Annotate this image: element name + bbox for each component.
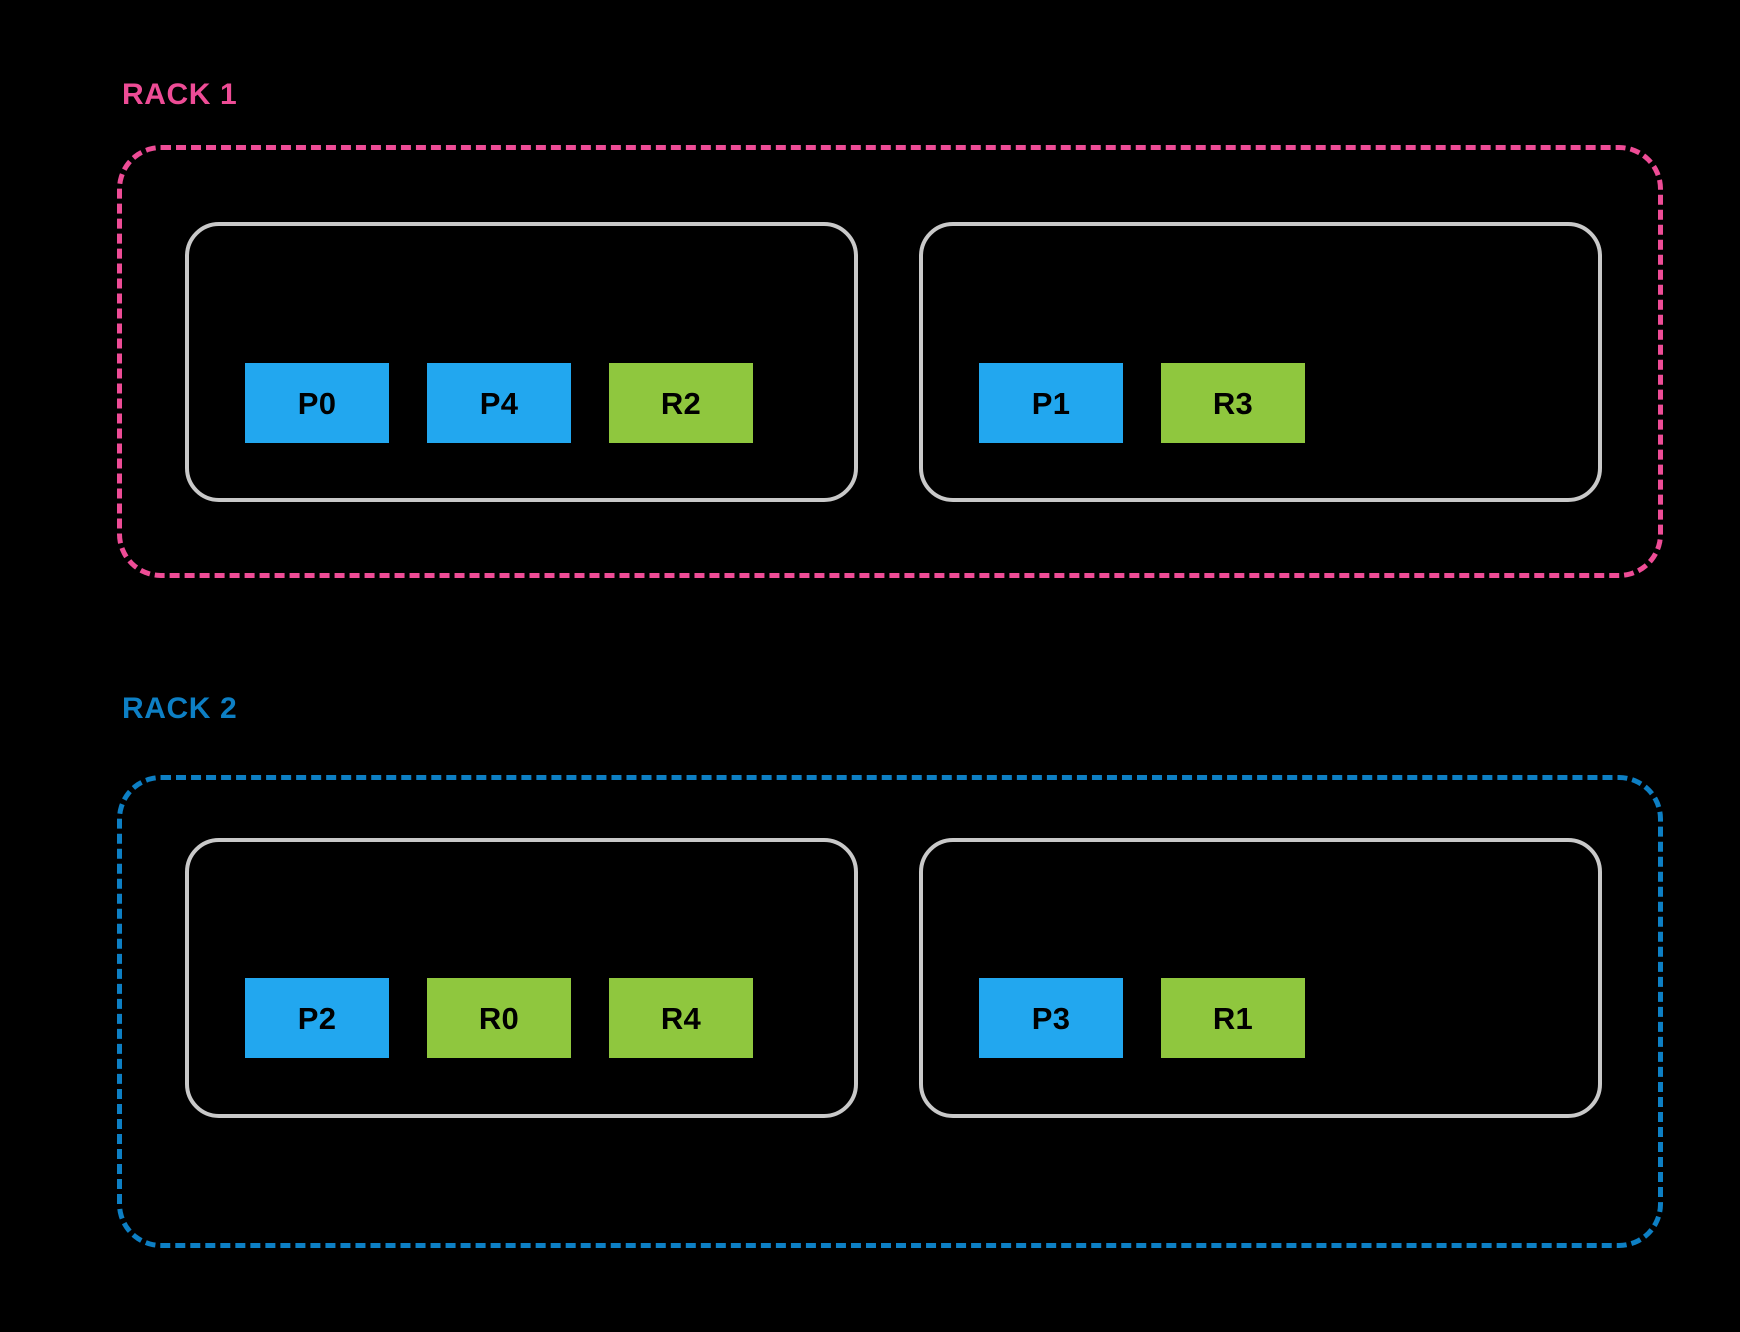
replica-block-r3[interactable]: R3 <box>1161 363 1305 443</box>
partition-block-p2[interactable]: P2 <box>245 978 389 1058</box>
replica-block-r1[interactable]: R1 <box>1161 978 1305 1058</box>
partition-block-p3[interactable]: P3 <box>979 978 1123 1058</box>
replica-block-r2[interactable]: R2 <box>609 363 753 443</box>
block-row-rack2-node1: P2 R0 R4 <box>245 978 753 1058</box>
rack-container-rack-1 <box>117 145 1663 578</box>
node-box-rack2-node1 <box>185 838 858 1118</box>
partition-block-p0[interactable]: P0 <box>245 363 389 443</box>
block-row-rack1-node2: P1 R3 <box>979 363 1305 443</box>
replica-block-r4[interactable]: R4 <box>609 978 753 1058</box>
rack-container-rack-2 <box>117 775 1663 1248</box>
rack-label-rack-2: RACK 2 <box>122 692 238 725</box>
rack-label-rack-1: RACK 1 <box>122 78 238 111</box>
replica-block-r0[interactable]: R0 <box>427 978 571 1058</box>
partition-block-p4[interactable]: P4 <box>427 363 571 443</box>
node-box-rack2-node2 <box>919 838 1602 1118</box>
block-row-rack2-node2: P3 R1 <box>979 978 1305 1058</box>
block-row-rack1-node1: P0 P4 R2 <box>245 363 753 443</box>
node-box-rack1-node2 <box>919 222 1602 502</box>
node-box-rack1-node1 <box>185 222 858 502</box>
partition-block-p1[interactable]: P1 <box>979 363 1123 443</box>
